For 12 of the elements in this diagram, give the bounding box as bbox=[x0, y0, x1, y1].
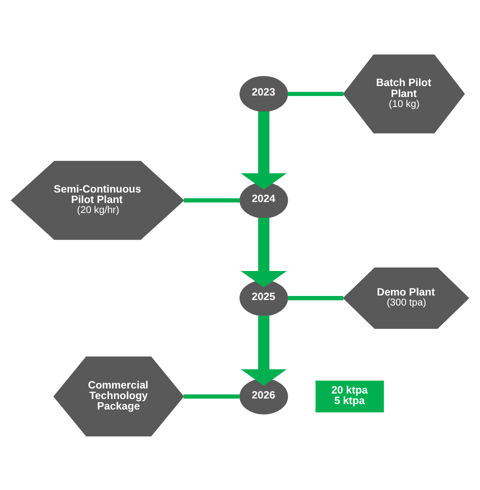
node-box: 20 ktpa 5 ktpa bbox=[316, 380, 384, 412]
node-ellipse: 2025 bbox=[240, 280, 288, 316]
node-ellipse: 2024 bbox=[240, 182, 288, 218]
connector bbox=[288, 296, 344, 300]
node-ellipse: 2023 bbox=[240, 75, 288, 112]
node-ellipse: 2026 bbox=[240, 378, 288, 414]
arrow bbox=[240, 111, 287, 190]
arrow bbox=[240, 315, 287, 386]
connector bbox=[184, 198, 240, 202]
connector bbox=[288, 91, 344, 96]
connector bbox=[184, 394, 240, 398]
arrow bbox=[240, 217, 287, 287]
